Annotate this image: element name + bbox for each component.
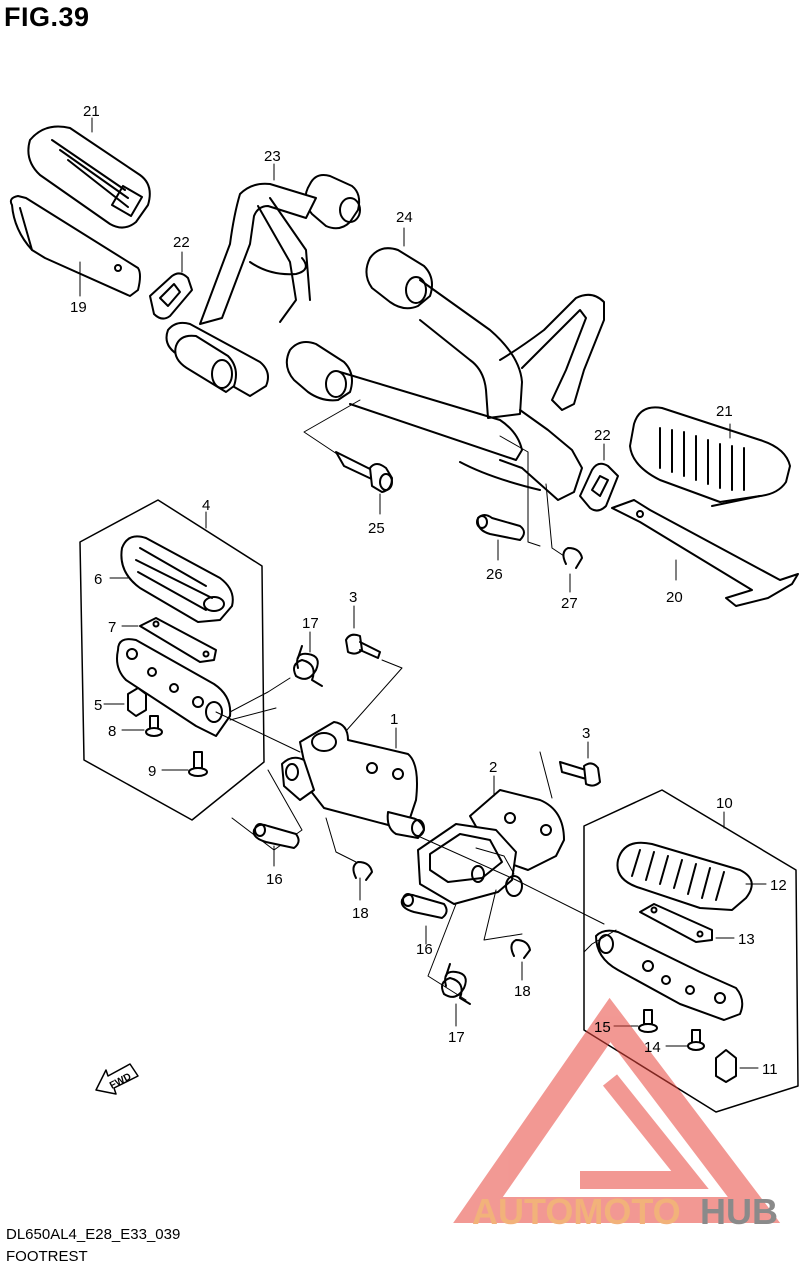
part-4-assembly-box [79, 499, 265, 821]
callout-2: 2 [489, 759, 497, 776]
callout-17a: 17 [302, 615, 319, 632]
callout-18b: 18 [514, 983, 531, 1000]
callout-22a: 22 [173, 234, 190, 251]
part-11-nut [715, 1049, 759, 1083]
part-18-clip-right [510, 939, 531, 959]
callout-8: 8 [108, 723, 116, 740]
part-17-spring-lower [441, 963, 471, 1005]
callout-9: 9 [148, 763, 156, 780]
part-14-screw [665, 1029, 705, 1051]
figure-title: FIG.39 [4, 2, 90, 32]
part-22-left-grommet [149, 251, 193, 320]
callout-numbers: 21 23 22 24 19 25 26 27 20 4 6 7 5 8 9 1… [70, 103, 787, 1078]
part-26-pin [476, 514, 525, 541]
part-5-nut [103, 687, 147, 717]
callout-11: 11 [762, 1061, 778, 1078]
part-20-right-plate [611, 499, 799, 607]
part-3-bolt-right [539, 741, 601, 799]
part-24-right-bracket [285, 227, 605, 501]
part-2-bracket [417, 775, 565, 905]
callout-3b: 3 [582, 725, 590, 742]
callout-20: 20 [666, 589, 683, 606]
callout-24: 24 [396, 209, 413, 226]
callout-1: 1 [390, 711, 398, 728]
watermark-text-auto: AUTOMOTO [472, 1191, 681, 1232]
part-21-right-rubber [629, 406, 791, 507]
callout-13: 13 [738, 931, 755, 948]
callout-23: 23 [264, 148, 281, 165]
part-13-plate [639, 903, 735, 943]
callout-27: 27 [561, 595, 578, 612]
left-footpeg-body [116, 638, 301, 753]
callout-6: 6 [94, 571, 102, 588]
part-7-plate [121, 617, 217, 663]
part-12-rubber [616, 841, 767, 911]
callout-7: 7 [108, 619, 116, 636]
callout-16a: 16 [266, 871, 283, 888]
callout-18a: 18 [352, 905, 369, 922]
callout-5: 5 [94, 697, 102, 714]
automotohub-watermark [453, 997, 781, 1223]
part-23-left-bracket [165, 163, 361, 397]
callout-26: 26 [486, 566, 503, 583]
leader-lines-upper [303, 399, 571, 593]
callout-22b: 22 [594, 427, 611, 444]
part-18-clip-left [352, 861, 373, 881]
part-22-right-grommet [579, 443, 619, 512]
callout-14: 14 [644, 1039, 661, 1056]
part-15-screw [613, 1009, 658, 1033]
callout-25: 25 [368, 520, 385, 537]
callout-12: 12 [770, 877, 787, 894]
part-9-screw [161, 751, 208, 777]
diagram-code: DL650AL4_E28_E33_039 [6, 1226, 181, 1243]
callout-10: 10 [716, 795, 733, 812]
watermark-text-hub: HUB [700, 1191, 778, 1232]
part-19-left-plate [9, 195, 141, 297]
part-6-rubber [109, 535, 234, 623]
callout-21a: 21 [83, 103, 100, 120]
callout-16b: 16 [416, 941, 433, 958]
part-16-pin-right [400, 893, 448, 919]
part-17-spring-upper [293, 631, 323, 687]
callout-17b: 17 [448, 1029, 465, 1046]
part-25-bolt [335, 451, 393, 493]
part-3-bolt-left [337, 605, 403, 741]
part-1-bracket [281, 721, 425, 839]
diagram-title: FOOTREST [6, 1248, 88, 1265]
part-21-left-rubber [27, 117, 151, 229]
fwd-arrow-icon: FWD [95, 1063, 139, 1095]
callout-3a: 3 [349, 589, 357, 606]
callout-4: 4 [202, 497, 210, 514]
callout-15: 15 [594, 1019, 611, 1036]
part-16-pin-left [252, 823, 300, 849]
leader-lines-right [417, 835, 605, 1027]
part-8-screw [121, 715, 163, 737]
callout-19: 19 [70, 299, 87, 316]
right-footpeg-body [583, 929, 744, 1021]
part-10-assembly-box [583, 789, 799, 1113]
callout-21b: 21 [716, 403, 733, 420]
part-27-clip [562, 547, 583, 569]
